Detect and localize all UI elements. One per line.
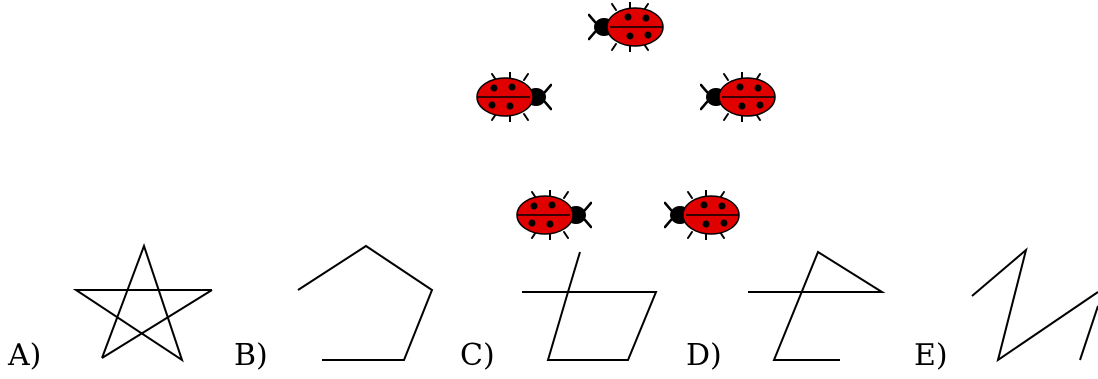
ladybug-icon	[474, 72, 552, 122]
ladybug-icon	[664, 190, 742, 240]
option-a[interactable]: A)	[8, 236, 223, 379]
option-label: B)	[234, 338, 268, 373]
parallelogram-figure	[520, 236, 665, 366]
option-b[interactable]: B)	[234, 236, 444, 379]
ladybug-icon	[700, 72, 778, 122]
option-label: D)	[686, 338, 722, 373]
option-label: C)	[460, 338, 495, 373]
option-label: E)	[914, 338, 948, 373]
open-pentagon-figure	[294, 236, 439, 366]
zigzag-triangle-figure	[746, 236, 891, 366]
option-e[interactable]: E)	[914, 236, 1098, 379]
option-c[interactable]: C)	[460, 236, 675, 379]
zigzag-figure	[968, 236, 1098, 366]
ladybug-icon	[588, 2, 666, 52]
option-label: A)	[8, 338, 42, 373]
star-figure	[72, 236, 217, 366]
ladybug-icon	[514, 190, 592, 240]
option-d[interactable]: D)	[686, 236, 901, 379]
